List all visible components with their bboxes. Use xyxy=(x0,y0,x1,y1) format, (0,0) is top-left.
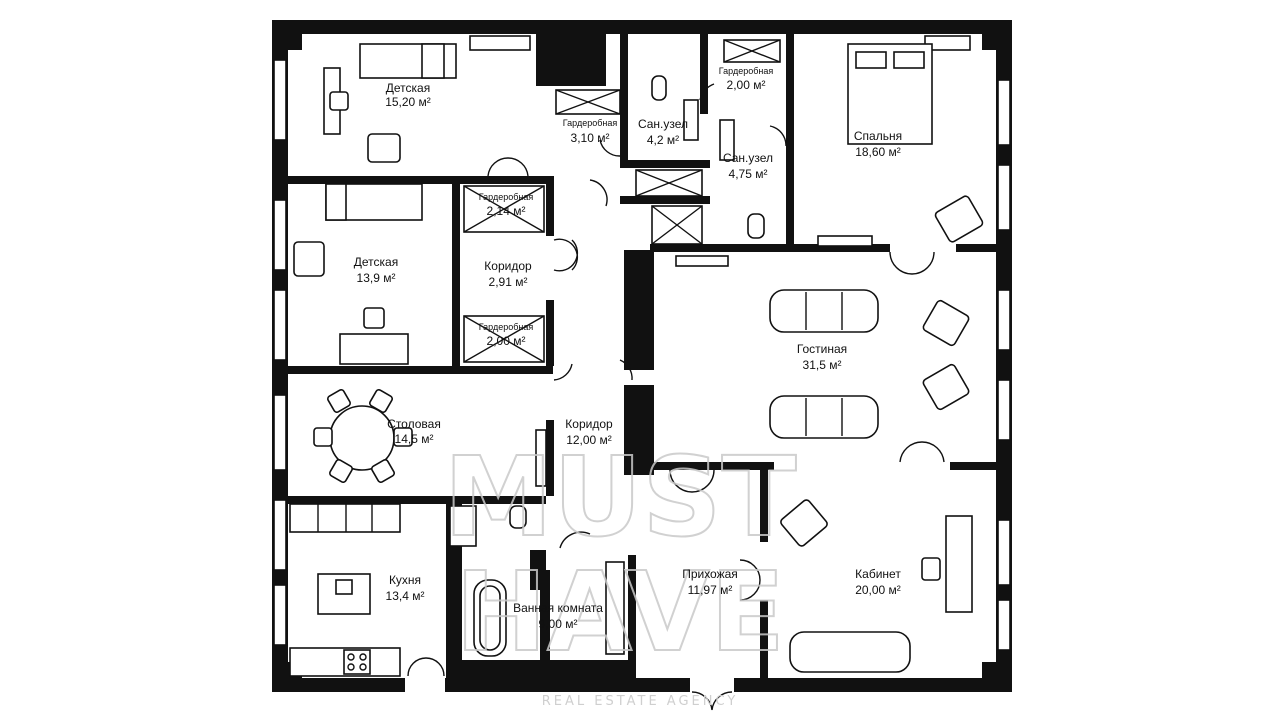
room-bathroom-name: Ванная комната xyxy=(513,601,603,615)
room-dining-area: 14,5 м² xyxy=(395,432,434,446)
room-corridor2-area: 12,00 м² xyxy=(566,433,612,447)
room-wardrobe-mid2-area: 2,00 м² xyxy=(487,334,526,348)
interior-walls xyxy=(288,34,996,678)
room-labels: Детская 15,20 м² Гардеробная 3,10 м² Сан… xyxy=(354,66,902,631)
room-wc1-area: 4,2 м² xyxy=(647,133,679,147)
room-wardrobe-top-area: 3,10 м² xyxy=(571,131,610,145)
room-corridor1-name: Коридор xyxy=(484,259,532,273)
room-hall-name: Прихожая xyxy=(682,567,738,581)
room-wc1-name: Сан.узел xyxy=(638,117,688,131)
room-bedroom-name: Спальня xyxy=(854,129,902,143)
room-wardrobe-small-name: Гардеробная xyxy=(719,66,774,76)
watermark-line2: HAVE xyxy=(455,548,785,676)
room-wardrobe-mid2-name: Гардеробная xyxy=(479,322,534,332)
room-wardrobe-small-area: 2,00 м² xyxy=(727,78,766,92)
room-living-area: 31,5 м² xyxy=(803,358,842,372)
watermark-tagline: REAL ESTATE AGENCY xyxy=(542,694,739,709)
room-wardrobe-top-name: Гардеробная xyxy=(563,118,618,128)
room-kitchen-name: Кухня xyxy=(389,573,421,587)
watermark: MUST HAVE REAL ESTATE AGENCY xyxy=(442,432,797,709)
room-wc2-area: 4,75 м² xyxy=(729,167,768,181)
furniture xyxy=(289,39,984,677)
room-kids2-area: 13,9 м² xyxy=(357,271,396,285)
room-kitchen-area: 13,4 м² xyxy=(386,589,425,603)
room-corridor1-area: 2,91 м² xyxy=(489,275,528,289)
room-kids1-name: Детская xyxy=(386,81,430,95)
room-hall-area: 11,97 м² xyxy=(688,583,733,597)
watermark-line1: MUST xyxy=(443,433,796,561)
room-kids1-area: 15,20 м² xyxy=(385,95,431,109)
windows xyxy=(273,35,1011,651)
room-office-area: 20,00 м² xyxy=(855,583,901,597)
room-bedroom-area: 18,60 м² xyxy=(855,145,901,159)
room-wc2-name: Сан.узел xyxy=(723,151,773,165)
room-wardrobe-mid1-area: 2,14 м² xyxy=(487,204,526,218)
room-office-name: Кабинет xyxy=(855,567,901,581)
room-corridor2-name: Коридор xyxy=(565,417,613,431)
room-wardrobe-mid1-name: Гардеробная xyxy=(479,192,534,202)
room-bathroom-area: 9,00 м² xyxy=(539,617,578,631)
room-living-name: Гостиная xyxy=(797,342,847,356)
room-kids2-name: Детская xyxy=(354,255,398,269)
doors xyxy=(407,83,945,711)
room-dining-name: Столовая xyxy=(387,417,441,431)
